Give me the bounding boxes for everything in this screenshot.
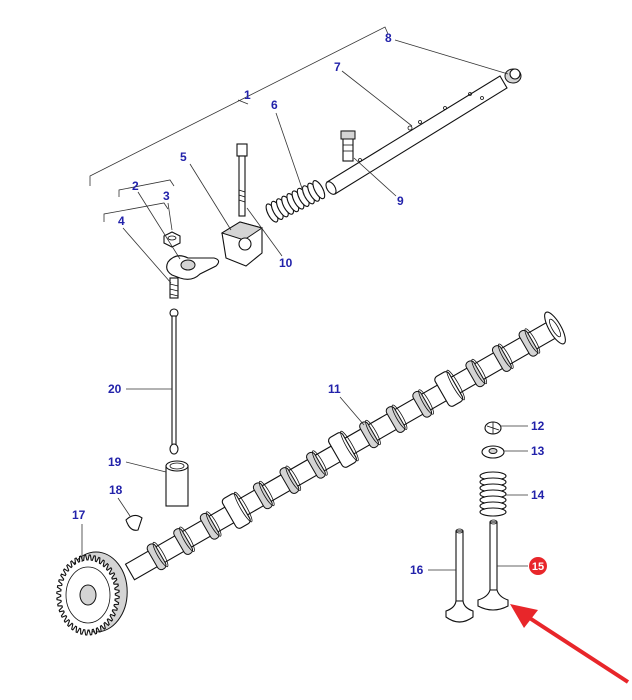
callout-14: 14 [531, 488, 545, 502]
callout-labels: 1 2 3 4 5 6 7 8 9 10 11 12 13 14 15 16 1… [72, 31, 547, 577]
callout-10: 10 [279, 256, 293, 270]
leader-11 [339, 396, 365, 426]
valve-exhaust [477, 519, 509, 611]
locating-screw [340, 130, 356, 162]
leader-8 [394, 39, 509, 75]
lock-nut [163, 231, 181, 248]
callout-18: 18 [109, 483, 123, 497]
callout-7: 7 [334, 60, 341, 74]
gear-hub [79, 584, 97, 606]
leader-3 [167, 202, 173, 231]
camshaft-lobe [279, 467, 300, 494]
callout-17: 17 [72, 508, 86, 522]
pointer-arrow [510, 604, 630, 684]
camshaft-lobe [518, 329, 539, 357]
callout-16: 16 [410, 563, 424, 577]
spring-coil [479, 507, 507, 517]
tappet [165, 460, 189, 507]
callout-11: 11 [328, 382, 341, 396]
callout-8: 8 [385, 31, 392, 45]
camshaft-lobe [491, 345, 512, 372]
support-bolt [236, 143, 248, 217]
camshaft-journal [434, 371, 464, 407]
shaft-plug [504, 68, 522, 84]
camshaft-body [124, 311, 566, 581]
camshaft-lobe [306, 451, 326, 479]
spring-coil [312, 180, 326, 200]
woodruff-key [125, 514, 143, 531]
camshaft-journal [221, 493, 251, 529]
spring-retainer [481, 445, 505, 459]
leader-6 [275, 112, 306, 198]
callout-12: 12 [531, 419, 545, 433]
callout-15-badge: 15 [529, 557, 547, 575]
rocker-arm [166, 255, 220, 280]
camshaft-lobe [199, 512, 220, 540]
camshaft-gear [56, 551, 128, 636]
valve-spring [479, 471, 507, 517]
callout-13: 13 [531, 444, 545, 458]
valve-collets [484, 421, 502, 435]
push-rod [169, 308, 179, 455]
leader-7 [341, 70, 413, 127]
rocker-spring [265, 180, 326, 223]
group-bracket-2 [118, 179, 175, 197]
callout-20: 20 [108, 382, 122, 396]
leader-2 [137, 191, 181, 260]
valve-intake [445, 528, 474, 623]
callout-15: 15 [532, 561, 544, 573]
leader-5 [189, 163, 232, 231]
rocker-support [220, 221, 264, 267]
callout-2: 2 [132, 179, 139, 193]
leader-18 [117, 497, 131, 517]
leader-4 [122, 227, 172, 284]
camshaft-lobe [146, 543, 167, 571]
callout-5: 5 [180, 150, 187, 164]
camshaft-lobe [385, 406, 406, 433]
callout-9: 9 [397, 194, 404, 208]
leader-9 [353, 157, 397, 197]
camshaft-journal [328, 432, 357, 468]
gear-web [65, 566, 111, 624]
camshaft-lobe [465, 360, 486, 388]
group-bracket-4 [103, 202, 169, 222]
callout-4: 4 [118, 214, 125, 228]
leader-19 [125, 461, 167, 473]
group-bracket-1 [89, 26, 389, 186]
callout-1: 1 [244, 88, 251, 102]
leader-lines [81, 39, 528, 571]
callout-6: 6 [271, 98, 278, 112]
adjusting-screw [169, 277, 179, 299]
camshaft-lobe [173, 528, 194, 555]
callout-19: 19 [108, 455, 122, 469]
camshaft-lobe [412, 390, 433, 418]
camshaft-lobe [252, 482, 273, 510]
leader-10 [246, 207, 283, 257]
callout-3: 3 [163, 189, 170, 203]
camshaft [124, 311, 566, 581]
rocker-shaft [325, 75, 508, 195]
